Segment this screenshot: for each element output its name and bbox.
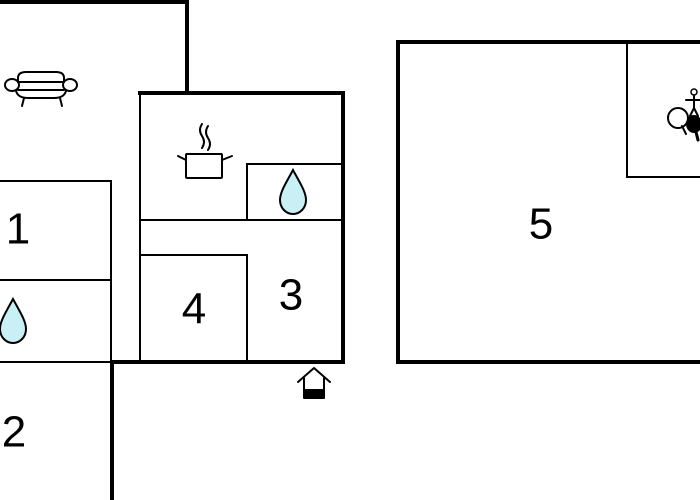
- room-label-5: 5: [529, 200, 553, 249]
- water-drop-icon: [278, 167, 308, 216]
- kitchen-block-wall: [110, 91, 345, 364]
- room-label-1: 1: [6, 205, 30, 254]
- right-building: [396, 40, 700, 364]
- room-4-outline: [140, 254, 248, 362]
- living-room-wall: [0, 0, 189, 95]
- water-drop-icon: [0, 296, 28, 345]
- sofa-icon: [4, 71, 78, 107]
- left-building-interior: [0, 93, 343, 363]
- room-label-2: 2: [2, 408, 26, 457]
- entrance-icon: [297, 367, 331, 399]
- cooking-pot-icon: [177, 123, 233, 179]
- room-5-wall: [396, 40, 700, 364]
- table-tennis-icon: [667, 88, 700, 142]
- games-area-outline: [626, 42, 700, 178]
- room-label-3: 3: [279, 271, 303, 320]
- bathroom-small-outline: [246, 163, 343, 220]
- left-building-walls: [0, 0, 345, 500]
- room-label-4: 4: [182, 285, 206, 334]
- room-1-outline: [0, 180, 112, 362]
